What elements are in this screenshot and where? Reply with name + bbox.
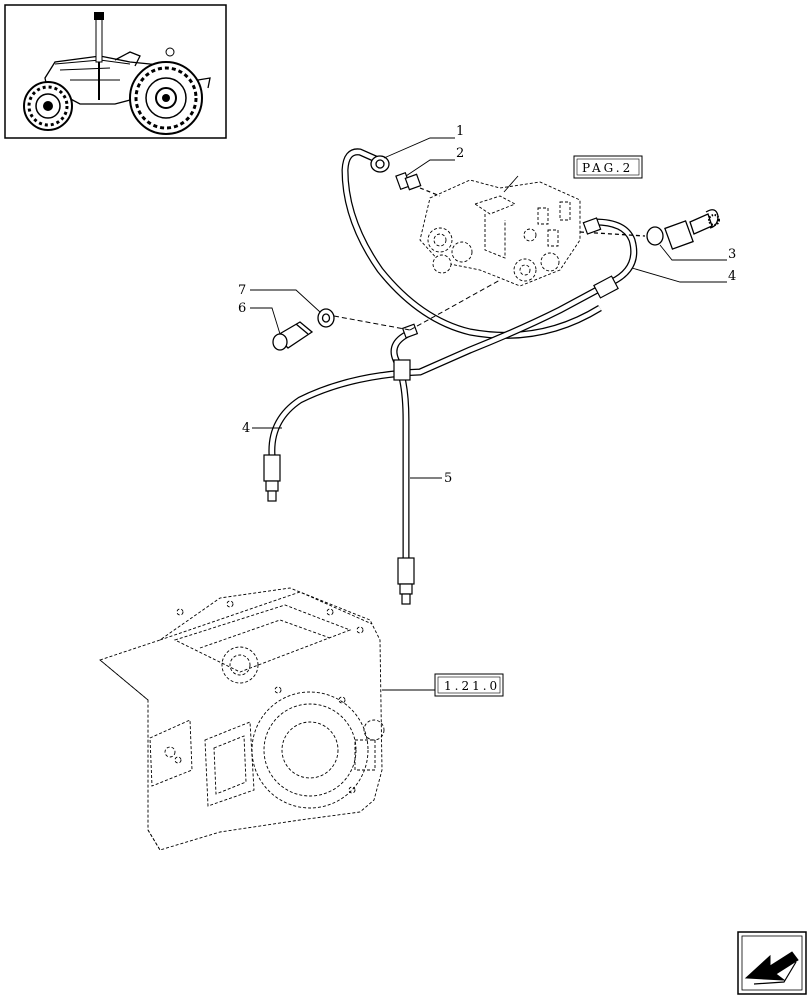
assembly-line (333, 315, 411, 331)
callout-6: 6 (238, 301, 246, 316)
pipe-nut-1[interactable] (370, 155, 390, 173)
callout-1: 1 (456, 124, 464, 139)
page-ref-box[interactable]: PAG.2 (573, 155, 643, 179)
assembly-line (409, 279, 501, 331)
valve-block (419, 179, 581, 287)
transmission-housing (99, 587, 385, 851)
pipe-1[interactable] (341, 148, 602, 339)
connector-right (582, 217, 602, 235)
callout-2: 2 (456, 146, 464, 161)
callout-7: 7 (238, 283, 246, 298)
pipe-4-upper[interactable] (268, 218, 638, 456)
callout-5: 5 (444, 471, 452, 486)
section-ref-label: 1.21.0 (444, 679, 500, 693)
leader-lines (250, 137, 727, 691)
pipe-fittings (263, 275, 619, 605)
bolt-6[interactable] (272, 321, 314, 351)
callout-3: 3 (728, 247, 736, 262)
washer-7[interactable] (317, 308, 335, 328)
page-ref-label: PAG.2 (582, 161, 633, 175)
tractor-thumbnail-icon[interactable] (4, 4, 227, 139)
callout-4-lower: 4 (242, 421, 250, 436)
back-arrow-icon[interactable] (737, 931, 807, 995)
adapter-2[interactable] (395, 171, 441, 197)
section-ref-box[interactable]: 1.21.0 (434, 673, 504, 697)
callout-4-upper: 4 (728, 269, 736, 284)
